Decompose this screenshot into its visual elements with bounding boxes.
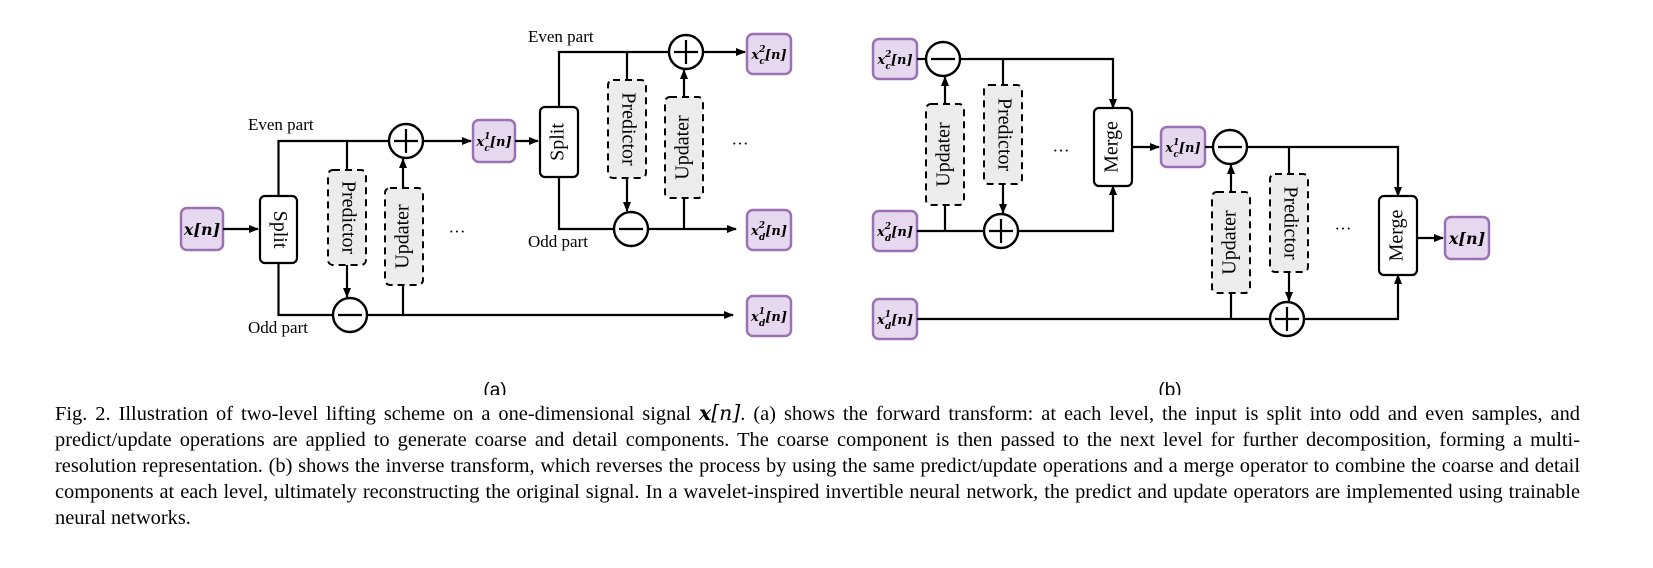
add-node-1 [387,122,425,160]
subtract-node-inv-1 [1211,128,1249,166]
add-node-inv-2 [982,212,1020,250]
svg-text:Split: Split [547,123,569,161]
svg-text:x1d[n]: x1d[n] [750,307,787,329]
ellipsis-inv-1: ··· [1053,141,1070,160]
forward-transform: x[n] Split Even part Odd part Predictor [179,27,793,395]
odd-part-label-1: Odd part [248,318,308,337]
subtract-node-2 [612,210,650,248]
svg-text:Updater: Updater [933,122,955,187]
panel-label-b: (b) [1158,380,1181,395]
svg-text:Updater: Updater [672,115,694,180]
updater-box-inv-1: Updater [1211,191,1251,294]
add-node-inv-1 [1268,300,1306,338]
svg-text:Split: Split [269,211,291,249]
svg-text:x[n]: x[n] [1448,229,1485,248]
predictor-box-2: Predictor [607,79,647,179]
ellipsis-1: ··· [449,222,466,241]
ellipsis-inv-2: ··· [1335,219,1352,238]
split-box-1: Split [258,194,299,265]
split-box-2: Split [538,105,580,179]
svg-text:x2d[n]: x2d[n] [750,221,787,243]
svg-text:x2c[n]: x2c[n] [750,45,786,67]
caption-signal-symbol: x [699,401,712,425]
updater-box-1: Updater [384,187,424,286]
svg-text:Predictor: Predictor [617,92,639,166]
svg-text:x[n]: x[n] [183,220,220,239]
updater-box-2: Updater [664,96,704,199]
even-part-label-1: Even part [248,115,314,134]
svg-text:Predictor: Predictor [993,98,1015,172]
predictor-box-1: Predictor [327,169,367,266]
svg-text:x1c[n]: x1c[n] [475,132,511,154]
ellipsis-2: ··· [732,134,749,153]
predictor-box-inv-1: Predictor [1269,173,1309,273]
signal-input-x: x[n] [179,206,225,252]
subtract-node-1 [331,296,369,334]
lifting-scheme-diagram: x[n] Split Even part Odd part Predictor [179,27,1491,395]
svg-text:Merge: Merge [1386,209,1408,261]
add-node-2 [667,33,705,71]
svg-text:x1c[n]: x1c[n] [1164,138,1200,160]
svg-text:x2c[n]: x2c[n] [876,50,912,72]
merge-box-1: Merge [1377,194,1419,277]
caption-prefix: Fig. 2. Illustration of two-level liftin… [55,403,700,425]
updater-box-inv-2: Updater [925,103,965,206]
svg-text:x2d[n]: x2d[n] [876,222,913,244]
panel-label-a: (a) [483,380,506,395]
svg-text:Predictor: Predictor [1279,186,1301,260]
caption-signal-arg: [n] [711,401,741,425]
svg-text:x1d[n]: x1d[n] [876,310,913,332]
odd-part-label-2: Odd part [528,232,588,251]
even-part-label-2: Even part [528,27,594,46]
svg-text:Updater: Updater [392,204,414,269]
svg-text:Merge: Merge [1101,121,1123,173]
subtract-node-inv-2 [924,40,962,78]
caption-body: . (a) shows the forward transform: at ea… [55,403,1581,529]
svg-text:Predictor: Predictor [337,181,359,255]
merge-box-2: Merge [1092,106,1134,188]
svg-text:Updater: Updater [1219,210,1241,275]
signal-output-x: x[n] [1443,215,1491,261]
predictor-box-inv-2: Predictor [983,84,1023,185]
figure-caption: Fig. 2. Illustration of two-level liftin… [55,400,1580,531]
